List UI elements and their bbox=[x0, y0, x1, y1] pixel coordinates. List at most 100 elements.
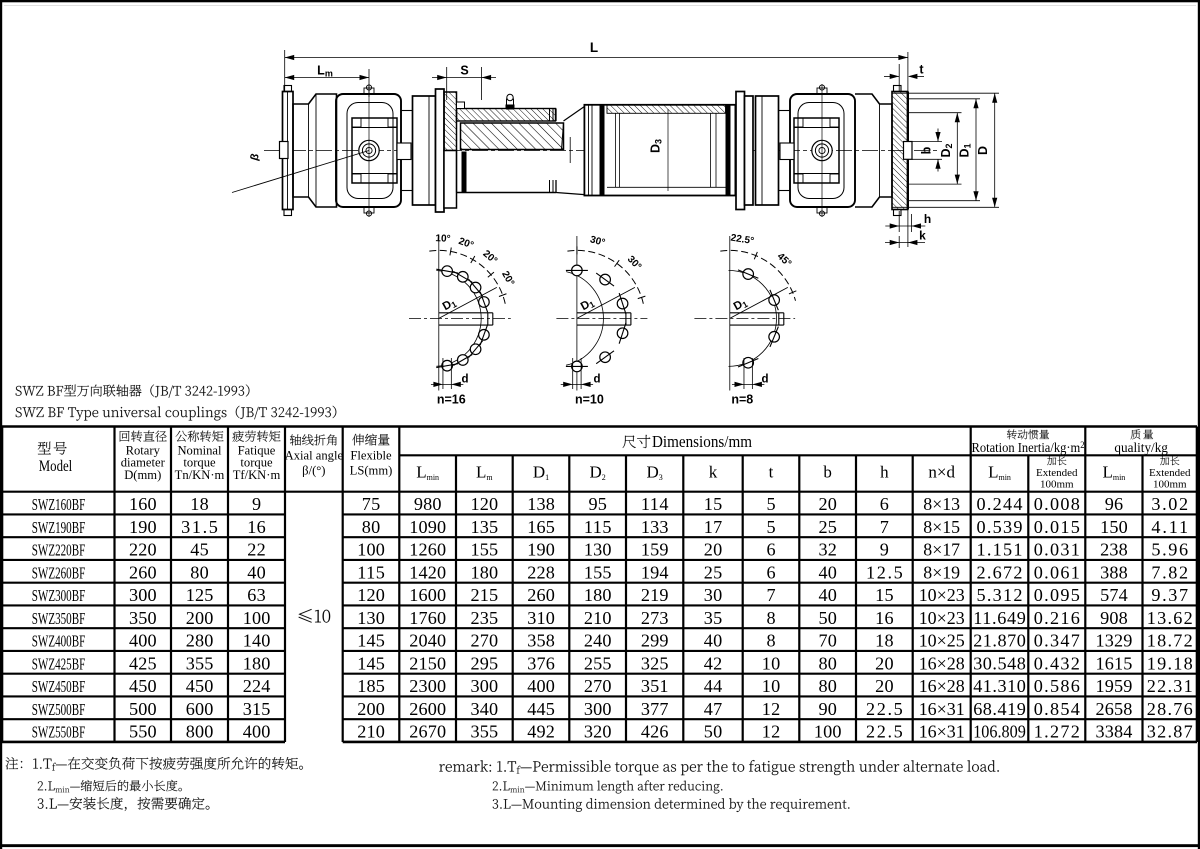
svg-text:10×25: 10×25 bbox=[919, 631, 965, 651]
svg-text:9.37: 9.37 bbox=[1151, 585, 1188, 605]
svg-text:95: 95 bbox=[588, 494, 606, 514]
svg-text:7: 7 bbox=[766, 585, 775, 605]
svg-text:SWZ425BF: SWZ425BF bbox=[32, 654, 86, 673]
svg-text:Tf/KN·m: Tf/KN·m bbox=[233, 468, 281, 482]
svg-text:120: 120 bbox=[357, 585, 385, 605]
svg-text:20°: 20° bbox=[481, 248, 500, 266]
svg-text:355: 355 bbox=[186, 653, 214, 673]
svg-text:400: 400 bbox=[527, 676, 555, 696]
svg-text:376: 376 bbox=[527, 653, 555, 673]
svg-text:0.854: 0.854 bbox=[1034, 699, 1080, 719]
svg-text:1420: 1420 bbox=[409, 562, 446, 582]
svg-text:6: 6 bbox=[766, 562, 775, 582]
svg-text:1.272: 1.272 bbox=[1034, 722, 1080, 742]
svg-text:180: 180 bbox=[471, 562, 499, 582]
svg-text:315: 315 bbox=[243, 699, 271, 719]
svg-text:D1: D1 bbox=[441, 296, 459, 314]
svg-text:63: 63 bbox=[247, 585, 265, 605]
svg-text:5.96: 5.96 bbox=[1151, 540, 1188, 560]
svg-text:Extended: Extended bbox=[1149, 467, 1191, 479]
svg-text:9: 9 bbox=[880, 540, 889, 560]
svg-text:210: 210 bbox=[357, 722, 385, 742]
svg-text:45°: 45° bbox=[775, 251, 794, 269]
svg-text:25: 25 bbox=[818, 517, 836, 537]
svg-text:6: 6 bbox=[766, 540, 775, 560]
svg-text:270: 270 bbox=[584, 676, 612, 696]
svg-text:238: 238 bbox=[1100, 540, 1128, 560]
svg-text:Lm: Lm bbox=[476, 463, 493, 483]
svg-text:D(mm): D(mm) bbox=[124, 468, 161, 482]
svg-text:16: 16 bbox=[247, 517, 265, 537]
svg-text:SWZ220BF: SWZ220BF bbox=[32, 541, 86, 560]
svg-text:140: 140 bbox=[243, 631, 271, 651]
svg-text:b: b bbox=[823, 463, 832, 482]
svg-text:388: 388 bbox=[1100, 562, 1128, 582]
svg-text:215: 215 bbox=[471, 585, 499, 605]
svg-text:12.5: 12.5 bbox=[866, 562, 903, 582]
svg-text:355: 355 bbox=[471, 722, 499, 742]
svg-text:0.031: 0.031 bbox=[1034, 540, 1080, 560]
svg-text:138: 138 bbox=[527, 494, 555, 514]
svg-text:50: 50 bbox=[818, 608, 836, 628]
svg-text:180: 180 bbox=[584, 585, 612, 605]
svg-text:0.095: 0.095 bbox=[1034, 585, 1080, 605]
svg-text:8: 8 bbox=[766, 631, 775, 651]
svg-text:70: 70 bbox=[818, 631, 836, 651]
svg-text:574: 574 bbox=[1100, 585, 1128, 605]
svg-text:Lmin: Lmin bbox=[1102, 463, 1125, 483]
svg-text:2670: 2670 bbox=[409, 722, 446, 742]
svg-text:20: 20 bbox=[818, 494, 836, 514]
svg-text:1615: 1615 bbox=[1096, 653, 1133, 673]
svg-text:100mm: 100mm bbox=[1040, 479, 1074, 491]
svg-text:1.151: 1.151 bbox=[977, 540, 1023, 560]
svg-text:n=8: n=8 bbox=[731, 393, 753, 407]
svg-text:SWZ350BF: SWZ350BF bbox=[32, 609, 86, 628]
svg-text:SWZ260BF: SWZ260BF bbox=[32, 563, 86, 582]
svg-text:10°: 10° bbox=[435, 233, 451, 245]
svg-text:300: 300 bbox=[584, 699, 612, 719]
svg-text:159: 159 bbox=[641, 540, 669, 560]
svg-text:b: b bbox=[920, 146, 934, 154]
svg-text:210: 210 bbox=[584, 608, 612, 628]
svg-text:Flexible: Flexible bbox=[350, 449, 392, 463]
svg-text:12: 12 bbox=[762, 722, 780, 742]
svg-text:80: 80 bbox=[362, 517, 380, 537]
svg-text:220: 220 bbox=[129, 540, 157, 560]
svg-text:Extended: Extended bbox=[1036, 467, 1078, 479]
svg-text:D1: D1 bbox=[732, 296, 750, 314]
svg-text:2150: 2150 bbox=[409, 653, 446, 673]
svg-text:115: 115 bbox=[584, 517, 612, 537]
svg-text:30°: 30° bbox=[589, 234, 606, 249]
svg-text:h: h bbox=[880, 463, 889, 482]
svg-text:358: 358 bbox=[527, 631, 555, 651]
svg-text:0.432: 0.432 bbox=[1034, 653, 1080, 673]
svg-text:0.061: 0.061 bbox=[1034, 562, 1080, 582]
svg-text:800: 800 bbox=[186, 722, 214, 742]
svg-text:t: t bbox=[919, 63, 924, 77]
svg-text:11.649: 11.649 bbox=[973, 608, 1026, 628]
svg-text:n=10: n=10 bbox=[575, 393, 604, 407]
svg-text:5: 5 bbox=[766, 517, 775, 537]
svg-text:Lm: Lm bbox=[317, 64, 333, 79]
svg-text:2300: 2300 bbox=[409, 676, 446, 696]
svg-text:8: 8 bbox=[766, 608, 775, 628]
svg-text:16×31: 16×31 bbox=[919, 699, 965, 719]
svg-text:D1: D1 bbox=[533, 463, 549, 483]
svg-text:0.244: 0.244 bbox=[977, 494, 1023, 514]
svg-text:n=16: n=16 bbox=[437, 393, 466, 407]
svg-text:19.18: 19.18 bbox=[1147, 653, 1193, 673]
svg-text:310: 310 bbox=[527, 608, 555, 628]
svg-text:t: t bbox=[769, 463, 774, 482]
svg-text:k: k bbox=[919, 229, 926, 243]
svg-text:4.11: 4.11 bbox=[1151, 517, 1188, 537]
svg-text:0.539: 0.539 bbox=[977, 517, 1023, 537]
svg-text:SWZ160BF: SWZ160BF bbox=[32, 495, 86, 514]
svg-text:224: 224 bbox=[243, 676, 271, 696]
svg-text:8×19: 8×19 bbox=[923, 562, 960, 582]
svg-text:7.82: 7.82 bbox=[1151, 562, 1188, 582]
svg-text:260: 260 bbox=[129, 562, 157, 582]
svg-text:2040: 2040 bbox=[409, 631, 446, 651]
svg-text:L: L bbox=[590, 40, 598, 55]
svg-text:426: 426 bbox=[641, 722, 669, 742]
svg-text:SWZ550BF: SWZ550BF bbox=[32, 723, 86, 742]
